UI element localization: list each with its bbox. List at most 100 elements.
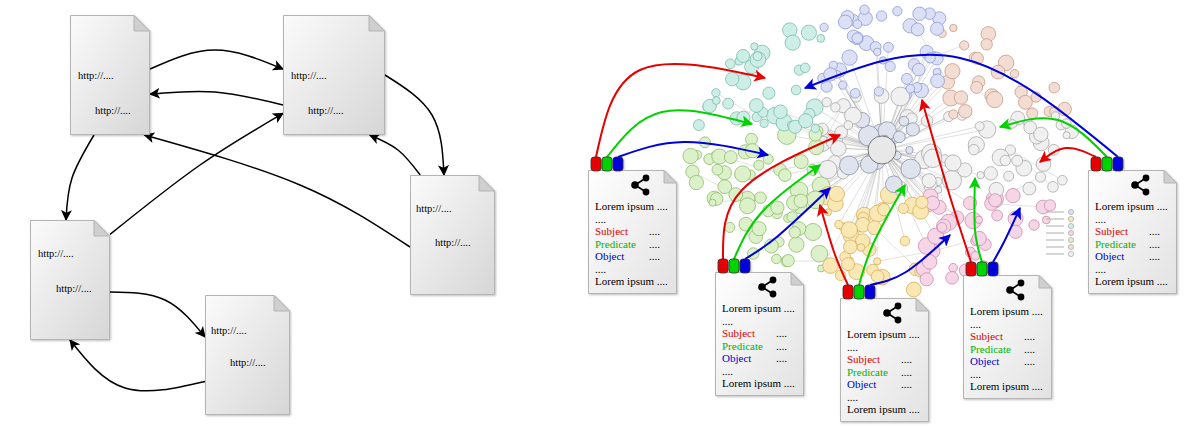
filler-text: Lorem ipsum .... — [847, 328, 920, 340]
filler-text: .... — [847, 391, 858, 403]
filler-text: .... — [776, 327, 787, 339]
rdf-link-arrow — [993, 208, 1020, 262]
rdf-document: Lorem ipsum ........Subject....Predicate… — [963, 275, 1052, 399]
text-line: Lorem ipsum .... — [970, 305, 1043, 318]
triple-tab — [729, 259, 739, 273]
triple-term: Object — [1095, 250, 1149, 263]
hyperlink-arrow — [110, 292, 205, 337]
triple-tab — [718, 259, 728, 273]
text-line: Subject.... — [970, 330, 1043, 343]
filler-text: Lorem ipsum .... — [847, 403, 920, 415]
text-line: Lorem ipsum .... — [847, 328, 920, 341]
rdf-link-arrow — [618, 142, 768, 157]
link-text: http://.... — [308, 105, 344, 117]
filler-text: .... — [1095, 263, 1106, 275]
filler-text: .... — [595, 263, 606, 275]
text-line: Object.... — [970, 355, 1043, 368]
filler-text: Lorem ipsum .... — [970, 380, 1043, 392]
text-line: Predicate.... — [1095, 238, 1168, 251]
hyperlink-arrow — [150, 91, 283, 105]
hyperlink-arrow — [70, 340, 205, 391]
triple-term: Subject — [970, 330, 1024, 343]
text-line: Object.... — [595, 250, 668, 263]
rdf-icon — [1131, 175, 1149, 196]
hyperlink-arrow — [144, 135, 410, 247]
triple-term: Subject — [1095, 225, 1149, 238]
text-line: .... — [722, 365, 795, 378]
filler-text: .... — [722, 365, 733, 377]
triple-tab — [966, 262, 976, 276]
text-line: Subject.... — [847, 353, 920, 366]
rdf-icon — [758, 277, 776, 298]
text-line: Subject.... — [1095, 225, 1168, 238]
text-line: Lorem ipsum .... — [847, 403, 920, 416]
web-document: http://....http://.... — [70, 15, 150, 135]
filler-text: .... — [722, 315, 733, 327]
rdf-link-arrow — [974, 178, 982, 262]
rdf-link-arrow — [607, 110, 752, 157]
text-line: Lorem ipsum .... — [1095, 200, 1168, 213]
filler-text: .... — [1095, 213, 1106, 225]
document-shape — [205, 295, 290, 415]
triple-term: Subject — [722, 327, 776, 340]
triple-tab — [988, 262, 998, 276]
document-body: Lorem ipsum ........Subject....Predicate… — [595, 200, 668, 288]
document-shape — [30, 220, 110, 340]
triple-tab — [613, 157, 623, 171]
link-text: http://.... — [78, 70, 114, 82]
text-line: Subject.... — [722, 327, 795, 340]
text-line: Subject.... — [595, 225, 668, 238]
triple-term: Predicate — [722, 340, 776, 353]
text-line: .... — [847, 341, 920, 354]
filler-text: Lorem ipsum .... — [1095, 200, 1168, 212]
hyperlink-arrow — [66, 135, 94, 220]
filler-text: Lorem ipsum .... — [595, 275, 668, 287]
hyperlink-arrow — [150, 50, 283, 69]
rdf-document: Lorem ipsum ........Subject....Predicate… — [1088, 170, 1177, 294]
rdf-link-arrow — [1000, 118, 1107, 157]
text-line: Lorem ipsum .... — [595, 275, 668, 288]
rdf-document: Lorem ipsum ........Subject....Predicate… — [588, 170, 677, 294]
document-shape — [410, 175, 495, 295]
triple-tab — [591, 157, 601, 171]
text-line: Predicate.... — [595, 238, 668, 251]
rdf-document: Lorem ipsum ........Subject....Predicate… — [715, 272, 804, 396]
rdf-link-arrow — [805, 55, 1118, 157]
triple-tab — [1102, 157, 1112, 171]
filler-text: .... — [1149, 238, 1160, 250]
triple-term: Object — [722, 352, 776, 365]
triple-tab — [977, 262, 987, 276]
filler-text: .... — [649, 250, 660, 262]
filler-text: .... — [1149, 225, 1160, 237]
filler-text: .... — [1024, 343, 1035, 355]
triple-term: Predicate — [595, 238, 649, 251]
document-body: Lorem ipsum ........Subject....Predicate… — [722, 302, 795, 390]
web-document: http://.... http://.... — [30, 220, 110, 340]
filler-text: .... — [776, 352, 787, 364]
filler-text: Lorem ipsum .... — [1095, 275, 1168, 287]
filler-text: .... — [970, 318, 981, 330]
link-text: http://.... — [211, 325, 247, 337]
filler-text: .... — [1024, 330, 1035, 342]
rdf-document: Lorem ipsum ........Subject....Predicate… — [840, 298, 929, 422]
rdf-link-arrow — [820, 205, 848, 285]
text-line: Object.... — [722, 352, 795, 365]
filler-text: Lorem ipsum .... — [722, 302, 795, 314]
text-line: Predicate.... — [970, 343, 1043, 356]
rdf-link-arrow — [870, 235, 950, 285]
text-line: .... — [1095, 213, 1168, 226]
link-text: http://.... — [435, 237, 471, 249]
document-body: Lorem ipsum ........Subject....Predicate… — [847, 328, 920, 416]
rdf-icon — [1006, 280, 1024, 301]
triple-tab — [1091, 157, 1101, 171]
hyperlink-arrow — [370, 135, 421, 175]
link-text: http://.... — [56, 283, 92, 295]
text-line: .... — [595, 263, 668, 276]
triple-term: Predicate — [847, 366, 901, 379]
document-body: Lorem ipsum ........Subject....Predicate… — [1095, 200, 1168, 288]
web-document: http://....http://.... — [283, 15, 385, 135]
triple-term: Object — [595, 250, 649, 263]
link-text: http://.... — [38, 248, 74, 260]
filler-text: Lorem ipsum .... — [970, 305, 1043, 317]
filler-text: .... — [649, 238, 660, 250]
